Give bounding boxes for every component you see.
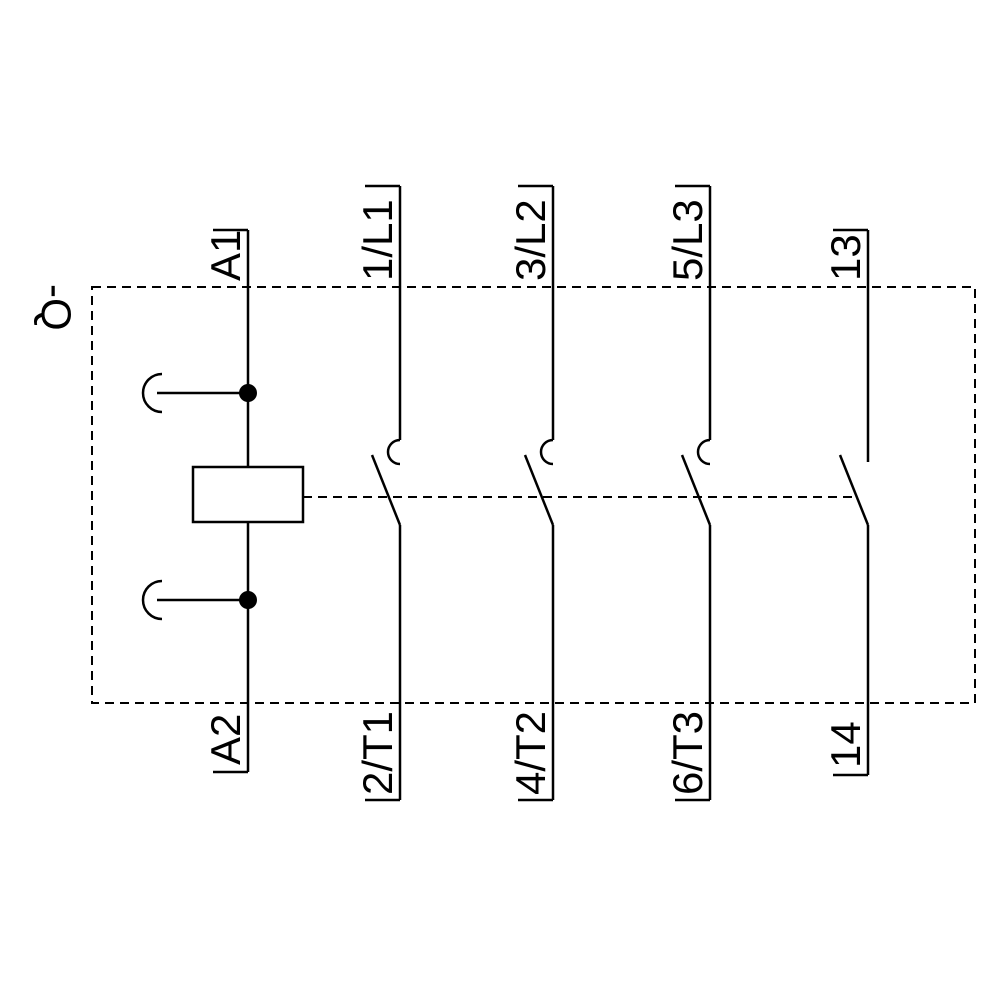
contact-blade (523, 454, 555, 526)
device-boundary-box (91, 286, 976, 704)
main-pole-2: 3/L2 4/T2 (507, 184, 555, 802)
junction-dot (239, 384, 257, 402)
plug-connector-arc (141, 579, 163, 621)
fixed-contact-arc (539, 438, 554, 466)
main-pole-1: 1/L1 2/T1 (354, 184, 402, 802)
terminal-label-1l1: 1/L1 (354, 199, 401, 281)
contact-blade (370, 454, 402, 526)
contact-blade (680, 454, 712, 526)
device-tag-label: -Q (33, 284, 80, 331)
coil-branch: A1 A2 (141, 228, 305, 774)
terminal-label-3l2: 3/L2 (507, 199, 554, 281)
contact-blade (838, 454, 870, 526)
terminal-label-4t2: 4/T2 (507, 711, 554, 795)
aux-contact-branch: 13 14 (822, 228, 870, 777)
main-pole-3: 5/L3 6/T3 (664, 184, 712, 802)
terminal-label-14: 14 (822, 721, 869, 768)
terminal-label-6t3: 6/T3 (664, 711, 711, 795)
fixed-contact-arc (386, 438, 401, 466)
terminal-label-13: 13 (822, 234, 869, 281)
terminal-label-5l3: 5/L3 (664, 199, 711, 281)
terminal-label-a1: A1 (202, 230, 249, 281)
terminal-label-a2: A2 (202, 714, 249, 765)
fixed-contact-arc (696, 438, 711, 466)
terminal-label-2t1: 2/T1 (354, 711, 401, 795)
plug-connector-arc (141, 372, 163, 414)
coil-symbol (191, 465, 305, 524)
